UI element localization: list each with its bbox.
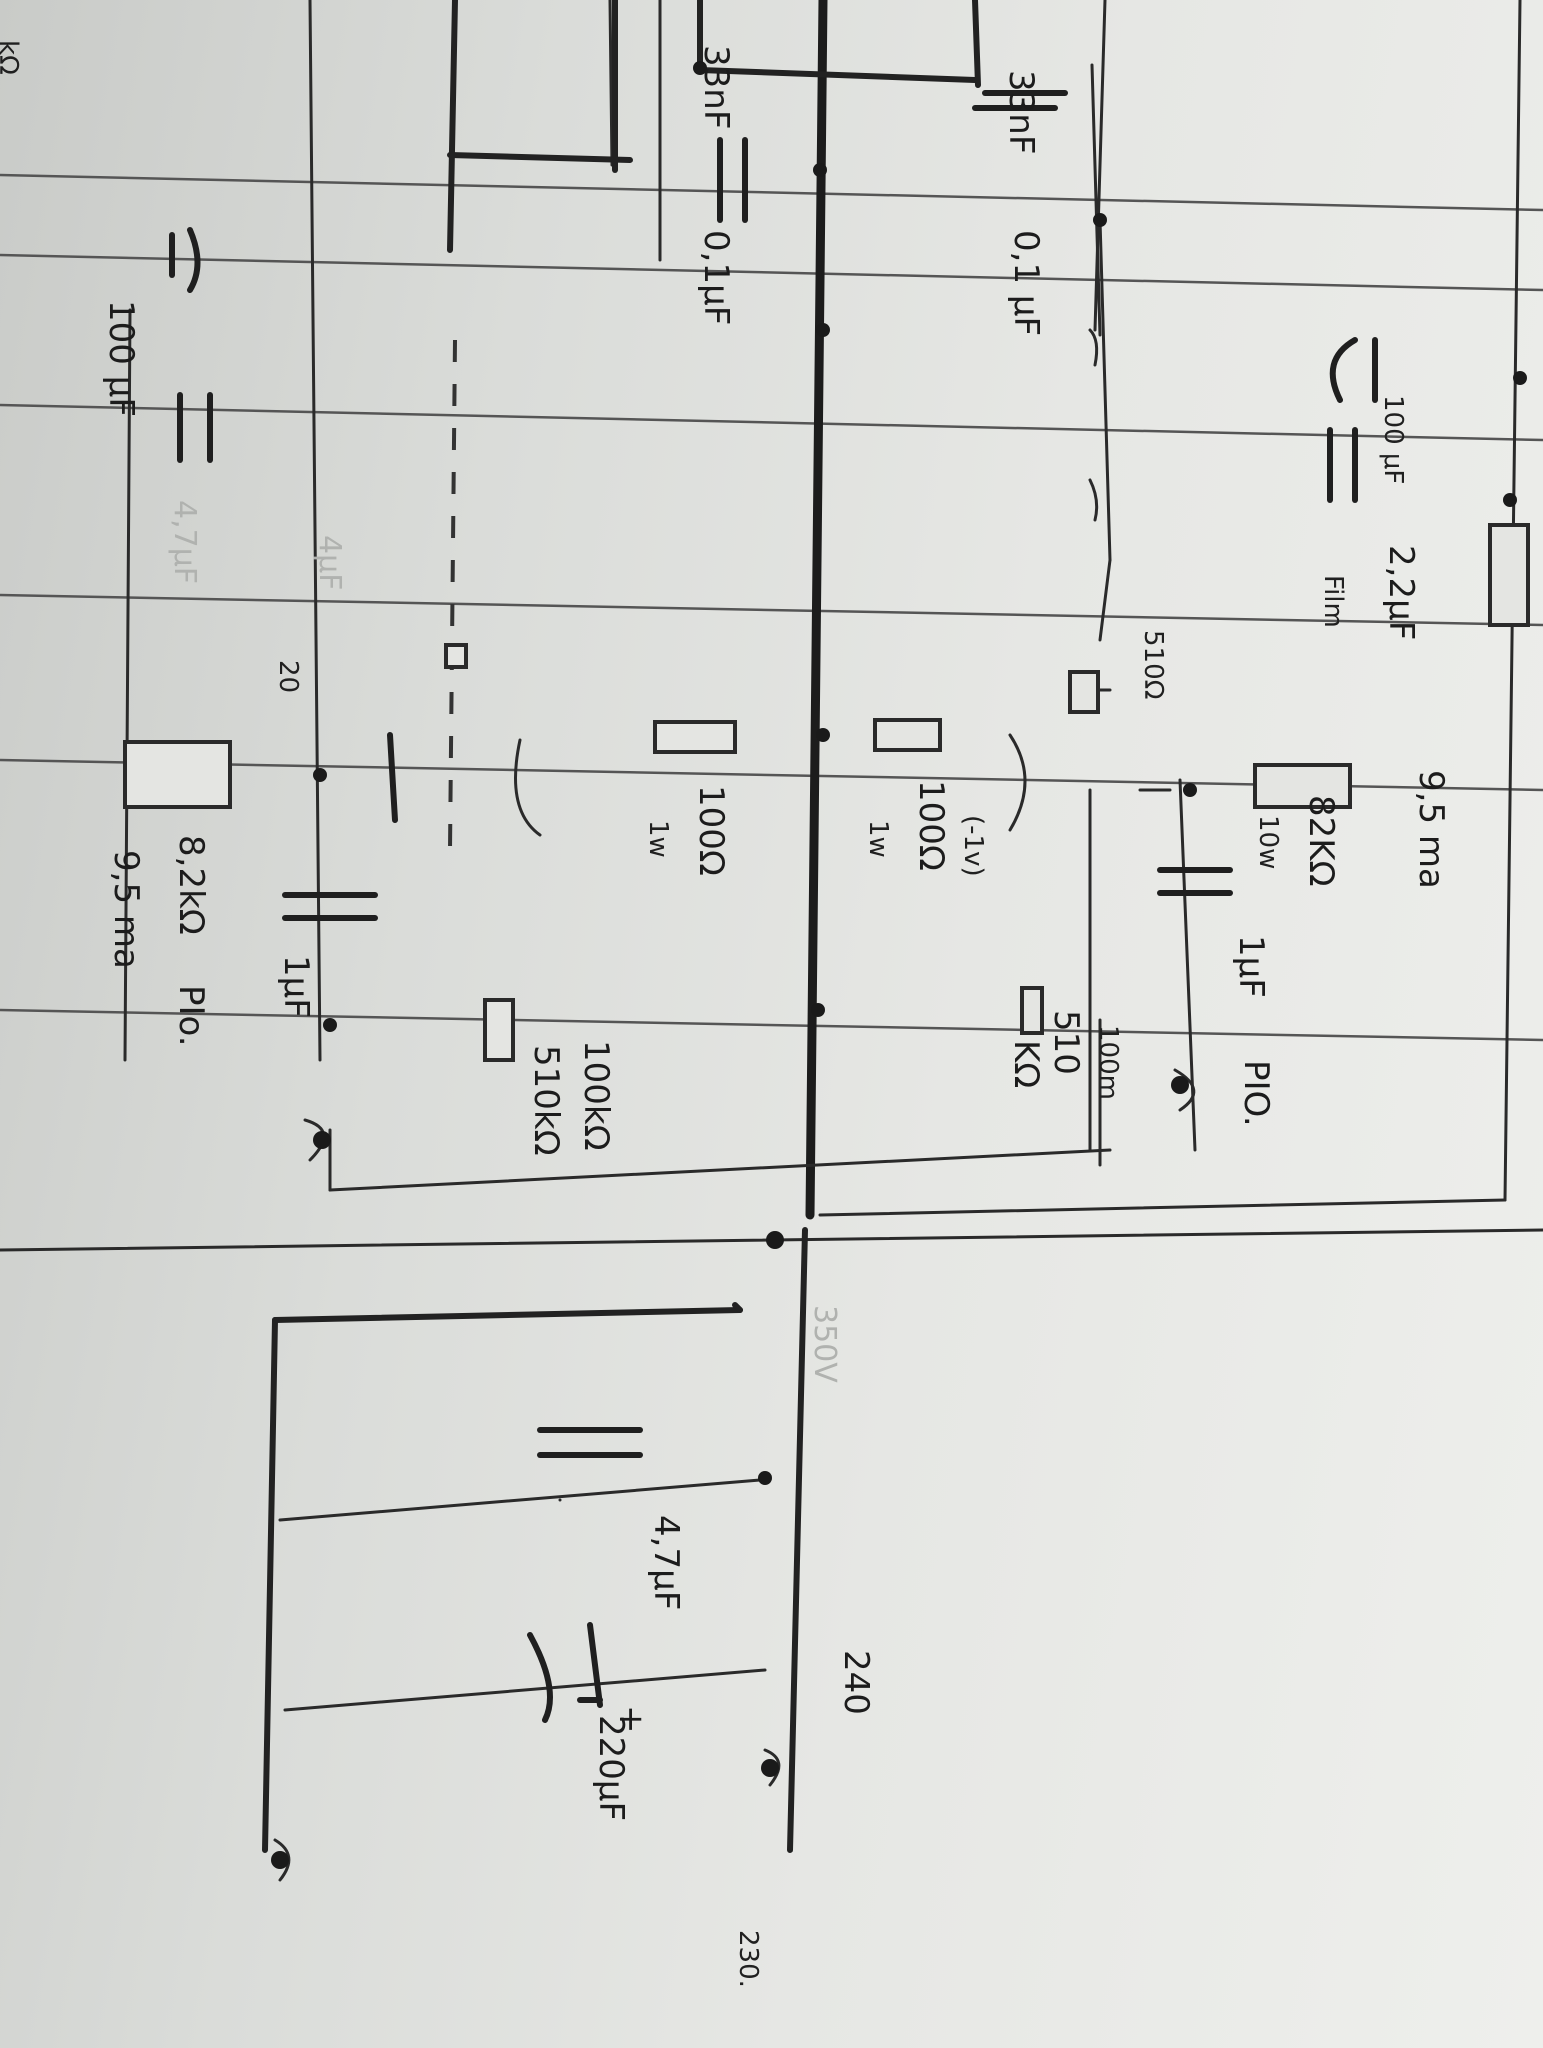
label-c-220uf: 220μF (591, 1715, 631, 1821)
label-c-47uf-faint: 4,7μF (167, 500, 202, 584)
label-c-1uf-top: 1μF (1231, 935, 1271, 998)
wires (0, 0, 1543, 1853)
capacitors (169, 90, 1378, 1723)
resistor-510k (483, 998, 515, 1062)
label-v-230: 230. (733, 1930, 763, 1988)
labels: kΩ 33nF 33nF 0,1 μF 0,1μF 100 μF 2,2μF F… (0, 40, 1451, 1988)
label-r-510: 510Ω (1138, 630, 1168, 700)
label-c-22uf: 2,2μF (1381, 545, 1421, 640)
label-c-01-b: 0,1μF (696, 230, 736, 325)
label-r-82k-bot-note: PIo. (171, 985, 211, 1047)
resistor-small-dash (444, 643, 468, 669)
resistor-100-a (873, 718, 942, 752)
label-plus: + (611, 1705, 651, 1734)
label-c-4uf-faint: 4μF (312, 535, 347, 590)
label-r-82k-w: 10w (1253, 815, 1283, 869)
resistor-510k-top (1020, 986, 1044, 1035)
label-r-100-a: 100Ω (911, 780, 951, 871)
junctions (271, 61, 1527, 1869)
label-r-100-a-note: (-1v) (958, 815, 988, 877)
label-r-100-a-w: 1w (863, 820, 893, 858)
label-c-33nf-a: 33nF (1001, 70, 1041, 154)
resistors (123, 523, 1530, 1062)
label-r-510k-top-unit: KΩ (1006, 1040, 1046, 1088)
label-r-100-b: 100Ω (691, 785, 731, 876)
label-v-350-faint: 350V (807, 1305, 842, 1383)
label-c-100uf-bot: 100 μF (101, 300, 141, 417)
label-v-240: 240 (836, 1650, 876, 1715)
label-c-100uf-top: 100 μF (1378, 395, 1408, 484)
label-r-82k: 82KΩ (1301, 795, 1341, 887)
label-r-100k: 100kΩ (576, 1040, 616, 1151)
label-c-4uf-num: 20 (273, 660, 303, 693)
label-r-100-b-w: 1w (643, 820, 673, 858)
label-i-95ma-top: 9,5 ma (1411, 770, 1451, 889)
resistor-510 (1068, 670, 1100, 714)
label-c-47uf-psu: 4,7μF (646, 1515, 686, 1610)
label-r-100m: 100m (1093, 1025, 1123, 1100)
label-c-1uf-top-note: PIO. (1236, 1060, 1276, 1127)
label-c-1uf-bot: 1μF (276, 955, 316, 1018)
label-top-left: kΩ (0, 40, 23, 75)
arcs (273, 328, 1196, 1882)
label-r-510k-top: 510 (1046, 1010, 1086, 1075)
label-c-01-a: 0,1 μF (1006, 230, 1046, 336)
resistor-100-b (653, 720, 737, 754)
label-c-22uf-note: Film (1318, 575, 1348, 628)
resistor-82k-bottom (123, 740, 232, 809)
resistor-82k (1253, 763, 1352, 809)
resistor-top-right (1488, 523, 1530, 627)
label-r-510k: 510kΩ (526, 1045, 566, 1156)
label-c-33nf-b: 33nF (696, 45, 736, 129)
label-r-82k-bot: 8,2kΩ (171, 835, 211, 935)
label-i-95ma-bot: 9,5 ma (106, 850, 146, 969)
